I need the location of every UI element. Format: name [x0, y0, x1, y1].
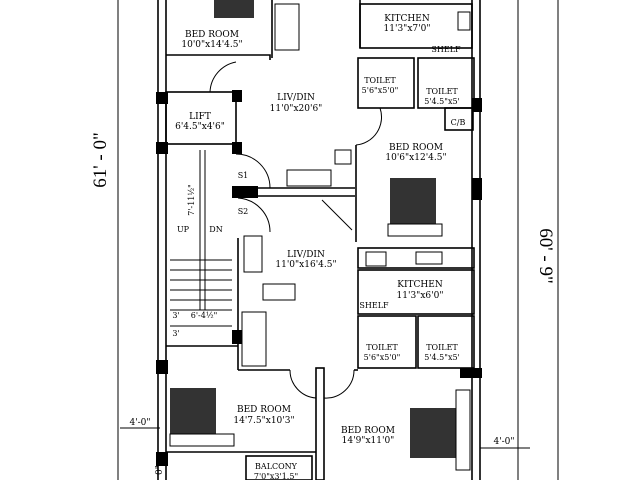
- cupboard-label: C/B: [451, 118, 466, 127]
- room-bed1: BED ROOM 10'0"x14'4.5": [181, 30, 242, 50]
- room-size: 5'6"x5'0": [364, 353, 401, 362]
- room-size: 10'6"x12'4.5": [385, 153, 446, 163]
- room-lift: LIFT 6'4.5"x4'6": [175, 112, 225, 132]
- room-name: TOILET: [426, 87, 458, 96]
- room-toilet4: TOILET 5'4.5"x5': [424, 343, 460, 362]
- room-kitchen2: KITCHEN 11'3"x6'0" SHELF: [359, 280, 443, 310]
- room-toilet1: TOILET 5'6"x5'0": [362, 76, 399, 95]
- room-balcony: BALCONY 7'0"x3'1.5": [254, 462, 298, 480]
- room-bed4: BED ROOM 14'9"x11'0": [341, 426, 395, 446]
- stair-up-label: UP: [177, 225, 190, 234]
- room-name: TOILET: [426, 343, 458, 352]
- room-size: 10'0"x14'4.5": [181, 40, 242, 50]
- landing-dimension: 6'-4½": [191, 311, 218, 320]
- room-name: LIV/DIN: [287, 250, 325, 260]
- room-size: 6'4.5"x4'6": [175, 122, 225, 132]
- stair-labels: UP DN 7'-11½" 6'-4½" 3' 3': [172, 184, 222, 338]
- room-bed3: BED ROOM 14'7.5"x10'3": [233, 405, 294, 426]
- room-name: BED ROOM: [237, 405, 291, 415]
- room-name: LIV/DIN: [277, 93, 315, 103]
- overall-length-right: 60' - 9": [535, 228, 556, 284]
- stair-width: 7'-11½": [187, 184, 196, 216]
- setback-left: 4'-0": [129, 418, 150, 428]
- room-size: 11'3"x7'0": [384, 24, 431, 34]
- room-name: TOILET: [366, 343, 398, 352]
- room-size: 5'4.5"x5': [424, 97, 460, 106]
- stair-down-label: DN: [209, 225, 222, 234]
- outer-walls: [156, 0, 482, 480]
- room-name: BED ROOM: [389, 143, 443, 153]
- door-swings: [209, 61, 383, 399]
- setback-right: 4'-0": [493, 437, 514, 447]
- room-name: LIFT: [189, 112, 211, 122]
- room-size: 11'0"x20'6": [270, 104, 323, 114]
- room-size: 7'0"x3'1.5": [254, 472, 298, 480]
- staircase: [170, 150, 232, 327]
- room-name: BED ROOM: [341, 426, 395, 436]
- room-livdin2: LIV/DIN 11'0"x16'4.5": [275, 250, 336, 270]
- shaft-s2-label: S2: [238, 207, 249, 216]
- room-size: 5'6"x5'0": [362, 86, 399, 95]
- room-name: BALCONY: [255, 462, 298, 471]
- room-name: KITCHEN: [384, 14, 430, 24]
- step-dimension: 3': [172, 329, 179, 338]
- furniture: [169, 0, 471, 471]
- room-livdin1: LIV/DIN 11'0"x20'6": [270, 93, 323, 114]
- room-kitchen1: KITCHEN 11'3"x7'0" SHELF: [384, 14, 461, 54]
- room-size: 11'3"x6'0": [397, 291, 444, 301]
- interior-walls: [165, 0, 475, 480]
- room-size: 14'9"x11'0": [342, 436, 395, 446]
- room-name: BED ROOM: [185, 30, 239, 40]
- shelf-label: SHELF: [431, 45, 461, 54]
- room-size: 11'0"x16'4.5": [275, 260, 336, 270]
- overall-length-left: 61' - 0": [90, 132, 111, 188]
- shaft-s1-label: S1: [238, 171, 249, 180]
- room-bed2: BED ROOM 10'6"x12'4.5": [385, 143, 446, 163]
- room-size: 5'4.5"x5': [424, 353, 460, 362]
- room-name: TOILET: [364, 76, 396, 85]
- room-size: 14'7.5"x10'3": [233, 416, 294, 426]
- room-toilet3: TOILET 5'6"x5'0": [364, 343, 401, 362]
- dimension-lines: [117, 0, 559, 480]
- shelf-label: SHELF: [359, 301, 389, 310]
- room-name: KITCHEN: [397, 280, 443, 290]
- step-dimension: 3': [172, 311, 179, 320]
- room-toilet2: TOILET 5'4.5"x5' C/B: [424, 87, 465, 127]
- setback-bottom-left: 0": [155, 465, 165, 475]
